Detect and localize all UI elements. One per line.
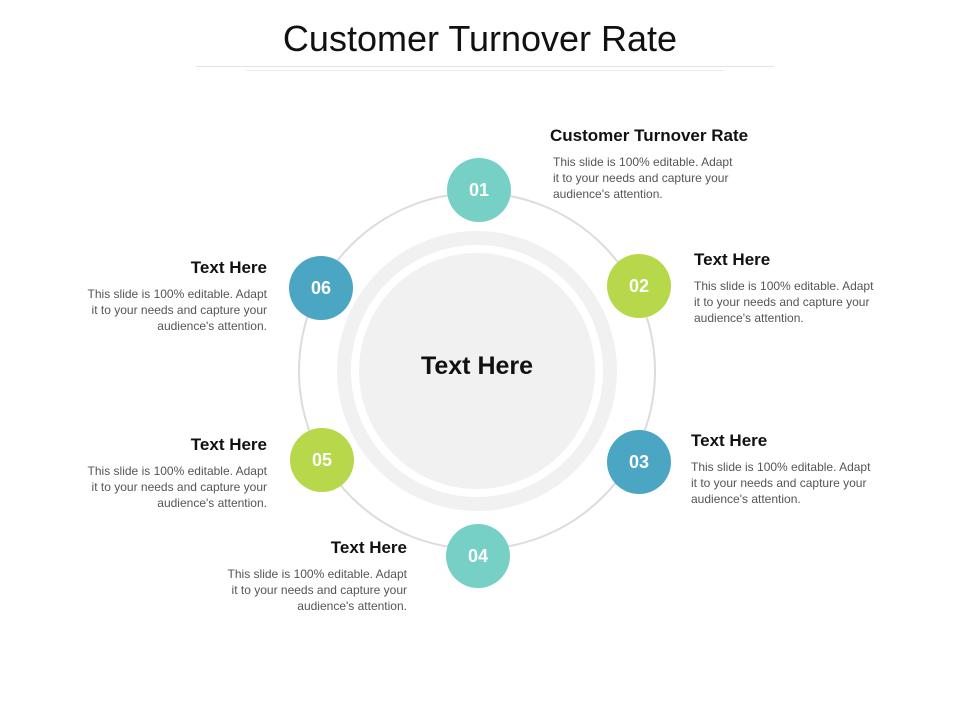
step-node-01: 01 (447, 158, 511, 222)
step-description-line: This slide is 100% editable. Adapt (87, 464, 267, 478)
step-description-line: it to your needs and capture your (553, 171, 729, 185)
step-heading: Text Here (691, 431, 768, 450)
step-description-line: This slide is 100% editable. Adapt (87, 287, 267, 301)
step-block-03: Text Here This slide is 100% editable. A… (691, 431, 911, 507)
step-description-line: audience's attention. (157, 496, 267, 510)
step-description-line: This slide is 100% editable. Adapt (227, 567, 407, 581)
step-description-line: This slide is 100% editable. Adapt (553, 155, 733, 169)
step-description: This slide is 100% editable. Adapt it to… (691, 459, 911, 507)
step-description: This slide is 100% editable. Adapt it to… (187, 566, 407, 614)
step-heading: Text Here (330, 538, 407, 557)
step-description-line: This slide is 100% editable. Adapt (694, 279, 874, 293)
step-heading: Text Here (190, 435, 267, 454)
step-node-03: 03 (607, 430, 671, 494)
step-heading: Text Here (190, 258, 267, 277)
step-description-line: it to your needs and capture your (691, 476, 867, 490)
step-node-02: 02 (607, 254, 671, 318)
step-block-06: Text Here This slide is 100% editable. A… (47, 258, 267, 334)
step-description-line: audience's attention. (297, 599, 407, 613)
step-description-line: audience's attention. (694, 311, 804, 325)
step-description-line: it to your needs and capture your (694, 295, 870, 309)
step-description: This slide is 100% editable. Adapt it to… (47, 286, 267, 334)
step-description: This slide is 100% editable. Adapt it to… (47, 463, 267, 511)
step-block-04: Text Here This slide is 100% editable. A… (187, 538, 407, 614)
center-disc (355, 249, 599, 493)
title-divider-inner (246, 70, 724, 71)
center-label: Text Here (420, 352, 534, 380)
step-description-line: it to your needs and capture your (91, 303, 267, 317)
step-block-02: Text Here This slide is 100% editable. A… (694, 250, 914, 326)
step-heading: Text Here (694, 250, 771, 269)
inner-ring (337, 231, 617, 511)
step-description-line: audience's attention. (553, 187, 663, 201)
step-description: This slide is 100% editable. Adapt it to… (550, 154, 790, 202)
step-description-line: audience's attention. (691, 492, 801, 506)
step-description: This slide is 100% editable. Adapt it to… (694, 278, 914, 326)
step-block-05: Text Here This slide is 100% editable. A… (47, 435, 267, 511)
step-node-06: 06 (289, 256, 353, 320)
step-description-line: it to your needs and capture your (91, 480, 267, 494)
step-block-01: Customer Turnover Rate This slide is 100… (550, 126, 790, 202)
step-node-04: 04 (446, 524, 510, 588)
step-description-line: it to your needs and capture your (231, 583, 407, 597)
step-node-05: 05 (290, 428, 354, 492)
step-description-line: audience's attention. (157, 319, 267, 333)
title-divider (196, 66, 774, 67)
step-description-line: This slide is 100% editable. Adapt (691, 460, 871, 474)
slide-title: Customer Turnover Rate (282, 18, 678, 59)
step-heading: Customer Turnover Rate (550, 126, 749, 145)
